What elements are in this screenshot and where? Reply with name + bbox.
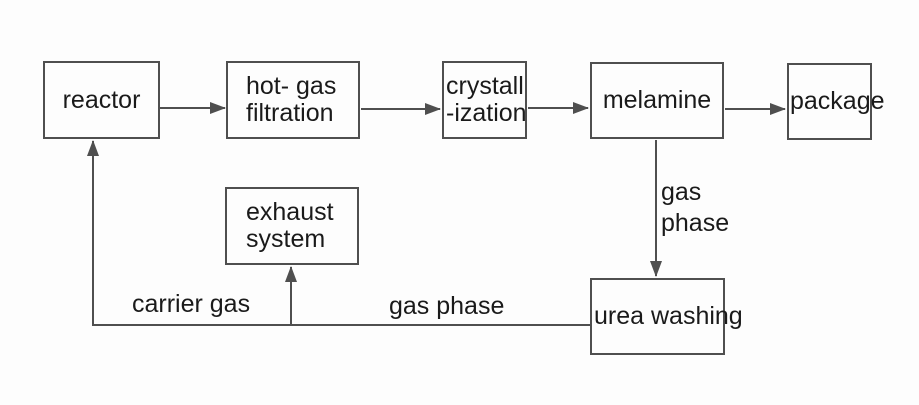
- node-melamine: melamine: [590, 62, 724, 139]
- node-hot-gas-filtration-line1: hot- gas: [246, 72, 337, 100]
- node-urea-washing-label: urea washing: [594, 302, 743, 330]
- node-hot-gas-filtration-line2: filtration: [246, 99, 334, 127]
- node-package-label: package: [790, 87, 885, 115]
- node-exhaust-system-line2: system: [246, 225, 326, 253]
- node-crystallization-line1: crystall: [446, 72, 524, 100]
- node-hot-gas-filtration: hot- gas filtration: [226, 61, 360, 139]
- edge-label-gas-phase-down-line1: gas: [661, 178, 702, 206]
- node-exhaust-system-line1: exhaust: [246, 198, 334, 226]
- edge-label-gas-phase-return: gas phase: [389, 292, 505, 320]
- node-crystallization: crystall -ization: [442, 61, 527, 139]
- edge-label-carrier-gas: carrier gas: [132, 290, 251, 318]
- node-exhaust-system: exhaust system: [225, 187, 359, 265]
- edge-urea-washing-to-reactor: [87, 140, 590, 326]
- node-crystallization-line2: -ization: [446, 99, 527, 127]
- edge-label-gas-phase-down-line2: phase: [661, 209, 730, 237]
- node-reactor-label: reactor: [62, 85, 141, 114]
- node-melamine-label: melamine: [602, 86, 712, 114]
- node-package: package: [787, 63, 885, 140]
- node-reactor: reactor: [43, 61, 160, 139]
- node-urea-washing: urea washing: [590, 278, 743, 355]
